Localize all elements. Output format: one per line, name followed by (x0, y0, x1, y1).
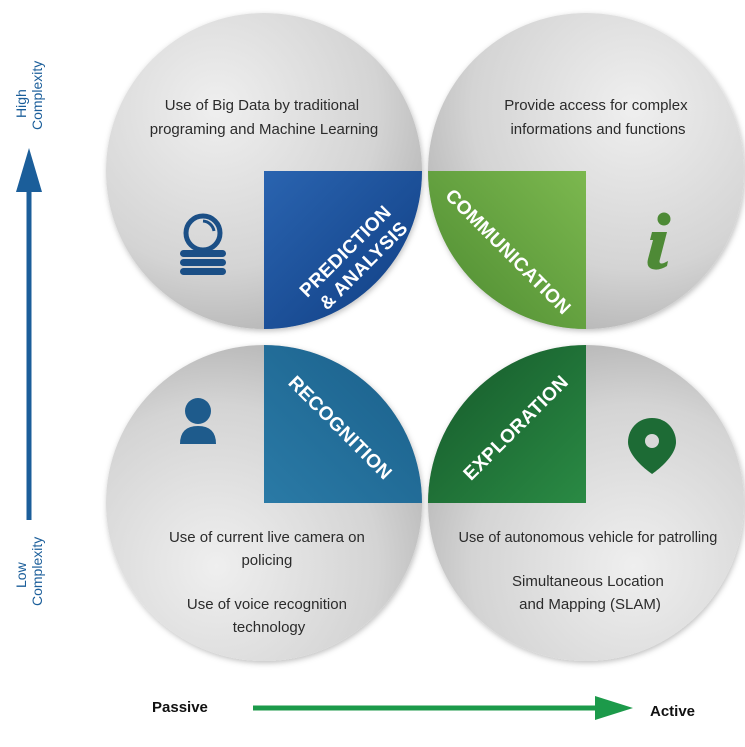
location-pin-icon (628, 418, 676, 474)
wedge-communication (428, 171, 586, 329)
passive-label: Passive (152, 699, 208, 716)
wedge-exploration (428, 345, 586, 503)
vertical-axis: High Complexity Low Complexity (13, 61, 45, 606)
info-icon (647, 212, 671, 270)
wedge-recognition (264, 345, 422, 503)
up-arrow-head (16, 148, 42, 192)
wedge-prediction (264, 171, 422, 329)
recognition-description: Use of current live camera on policing U… (169, 529, 369, 636)
coin-stack-icon (180, 213, 226, 275)
prediction-description: Use of Big Data by traditional programin… (150, 97, 378, 138)
user-icon (180, 398, 216, 444)
high-complexity-label: High Complexity (13, 61, 45, 130)
exploration-description: Use of autonomous vehicle for patrolling… (459, 529, 722, 613)
low-complexity-label: Low Complexity (13, 537, 45, 606)
right-arrow-head (595, 696, 633, 720)
communication-description: Provide access for complex informations … (504, 97, 692, 138)
active-label: Active (650, 703, 695, 720)
horizontal-axis: Passive Active (152, 696, 695, 720)
